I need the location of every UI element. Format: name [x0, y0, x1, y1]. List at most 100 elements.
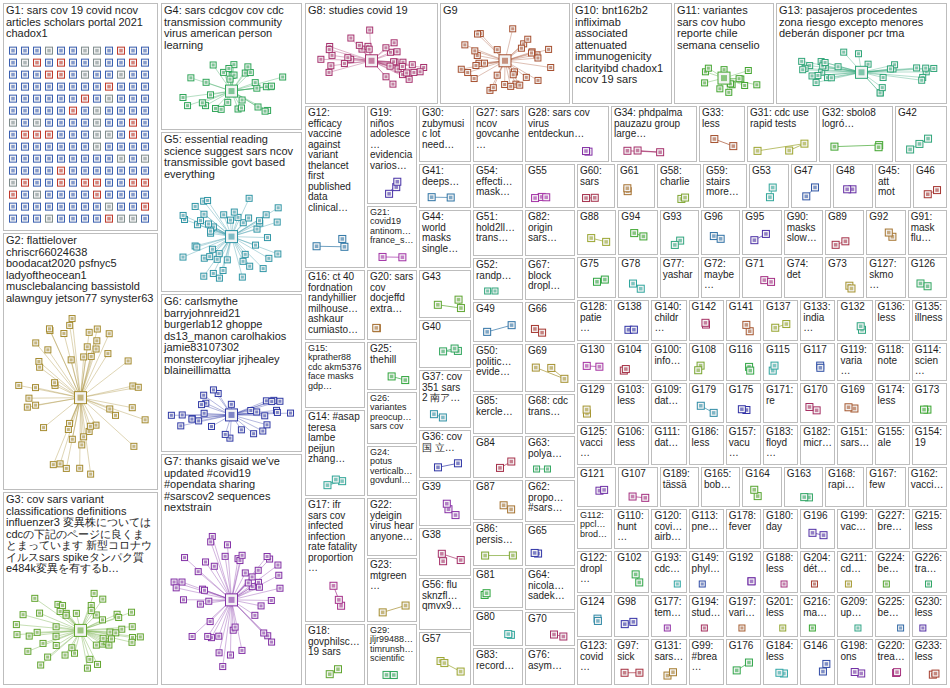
vertex-icon: [492, 288, 498, 294]
vertex-icon: [46, 95, 53, 102]
vertex-icon: [766, 194, 773, 201]
vertex-icon: [548, 65, 554, 71]
vertex-icon: [924, 283, 931, 290]
vertex-icon: [35, 133, 39, 137]
vertex-icon: [10, 83, 17, 90]
vertex-icon: [632, 231, 636, 235]
graph-edge: [232, 77, 283, 91]
vertex-icon: [249, 574, 255, 580]
vertex-icon: [107, 109, 111, 113]
vertex-icon: [94, 131, 101, 138]
vertex-icon: [712, 411, 716, 415]
vertex-icon: [201, 410, 207, 416]
vertex-icon: [71, 317, 74, 320]
vertex-icon: [143, 157, 147, 161]
vertex-icon: [281, 76, 284, 79]
vertex-icon: [222, 553, 228, 559]
vertex-icon: [682, 194, 689, 201]
vertex-icon: [710, 233, 717, 240]
vertex-icon: [411, 69, 417, 75]
graph-edge: [81, 354, 108, 398]
vertex-icon: [879, 91, 882, 94]
vertex-icon: [70, 179, 77, 186]
vertex-icon: [22, 167, 29, 174]
vertex-icon: [830, 76, 833, 79]
vertex-icon: [329, 52, 335, 58]
vertex-icon: [926, 137, 930, 141]
vertex-icon: [459, 558, 463, 562]
vertex-icon: [396, 180, 400, 184]
vertex-icon: [82, 191, 89, 198]
vertex-icon: [143, 205, 147, 209]
vertex-icon: [255, 567, 261, 573]
vertex-icon: [71, 217, 75, 221]
vertex-icon: [106, 331, 112, 337]
vertex-icon: [485, 330, 489, 334]
vertex-icon: [266, 255, 272, 261]
vertex-icon: [208, 92, 214, 98]
vertex-icon: [119, 193, 123, 197]
vertex-icon: [447, 194, 454, 201]
vertex-icon: [702, 319, 709, 326]
vertex-icon: [262, 108, 268, 114]
vertex-icon: [240, 428, 243, 431]
vertex-icon: [23, 169, 27, 173]
vertex-icon: [742, 82, 748, 88]
vertex-icon: [210, 387, 216, 393]
vertex-icon: [529, 50, 535, 56]
vertex-icon: [531, 325, 538, 332]
vertex-icon: [46, 83, 53, 90]
vertex-icon: [38, 612, 41, 615]
vertex-icon: [59, 73, 63, 77]
vertex-icon: [107, 629, 113, 635]
vertex-icon: [811, 627, 814, 630]
graph-edge: [758, 144, 805, 151]
vertex-icon: [276, 564, 279, 567]
vertex-icon: [778, 671, 782, 675]
graph-edge: [185, 558, 232, 600]
vertex-icon: [94, 155, 101, 162]
vertex-icon: [769, 184, 776, 191]
vertex-icon: [217, 392, 220, 395]
vertex-icon: [264, 235, 270, 241]
vertex-icon: [705, 65, 711, 71]
vertex-icon: [457, 557, 464, 564]
vertex-icon: [47, 217, 51, 221]
vertex-icon: [142, 95, 149, 102]
vertex-icon: [46, 167, 53, 174]
vertex-icon: [197, 570, 200, 573]
vertex-icon: [544, 196, 548, 200]
vertex-icon: [455, 296, 462, 303]
vertex-icon: [753, 488, 757, 492]
vertex-icon: [390, 672, 397, 679]
vertex-icon: [721, 75, 727, 81]
vertex-icon: [130, 71, 137, 78]
vertex-icon: [47, 181, 51, 185]
vertex-icon: [205, 633, 211, 639]
vertex-icon: [265, 85, 268, 88]
vertex-icon: [456, 462, 460, 466]
vertex-icon: [203, 412, 206, 415]
vertex-icon: [270, 400, 273, 403]
vertex-icon: [629, 493, 636, 500]
vertex-icon: [46, 143, 53, 150]
vertex-icon: [11, 169, 15, 173]
vertex-icon: [22, 155, 29, 162]
vertex-icon: [34, 167, 41, 174]
vertex-icon: [142, 143, 149, 150]
vertex-icon: [89, 425, 92, 428]
vertex-icon: [107, 61, 111, 65]
vertex-icon: [82, 83, 89, 90]
vertex-icon: [324, 482, 331, 489]
vertex-icon: [761, 277, 768, 284]
vertex-icon: [107, 169, 111, 173]
vertex-icon: [183, 556, 186, 559]
vertex-icon: [10, 95, 17, 102]
vertex-icon: [106, 191, 113, 198]
vertex-icon: [821, 670, 825, 674]
vertex-icon: [216, 251, 222, 257]
vertex-icon: [745, 659, 752, 666]
vertex-icon: [23, 157, 27, 161]
vertex-icon: [119, 205, 123, 209]
vertex-icon: [430, 411, 437, 418]
